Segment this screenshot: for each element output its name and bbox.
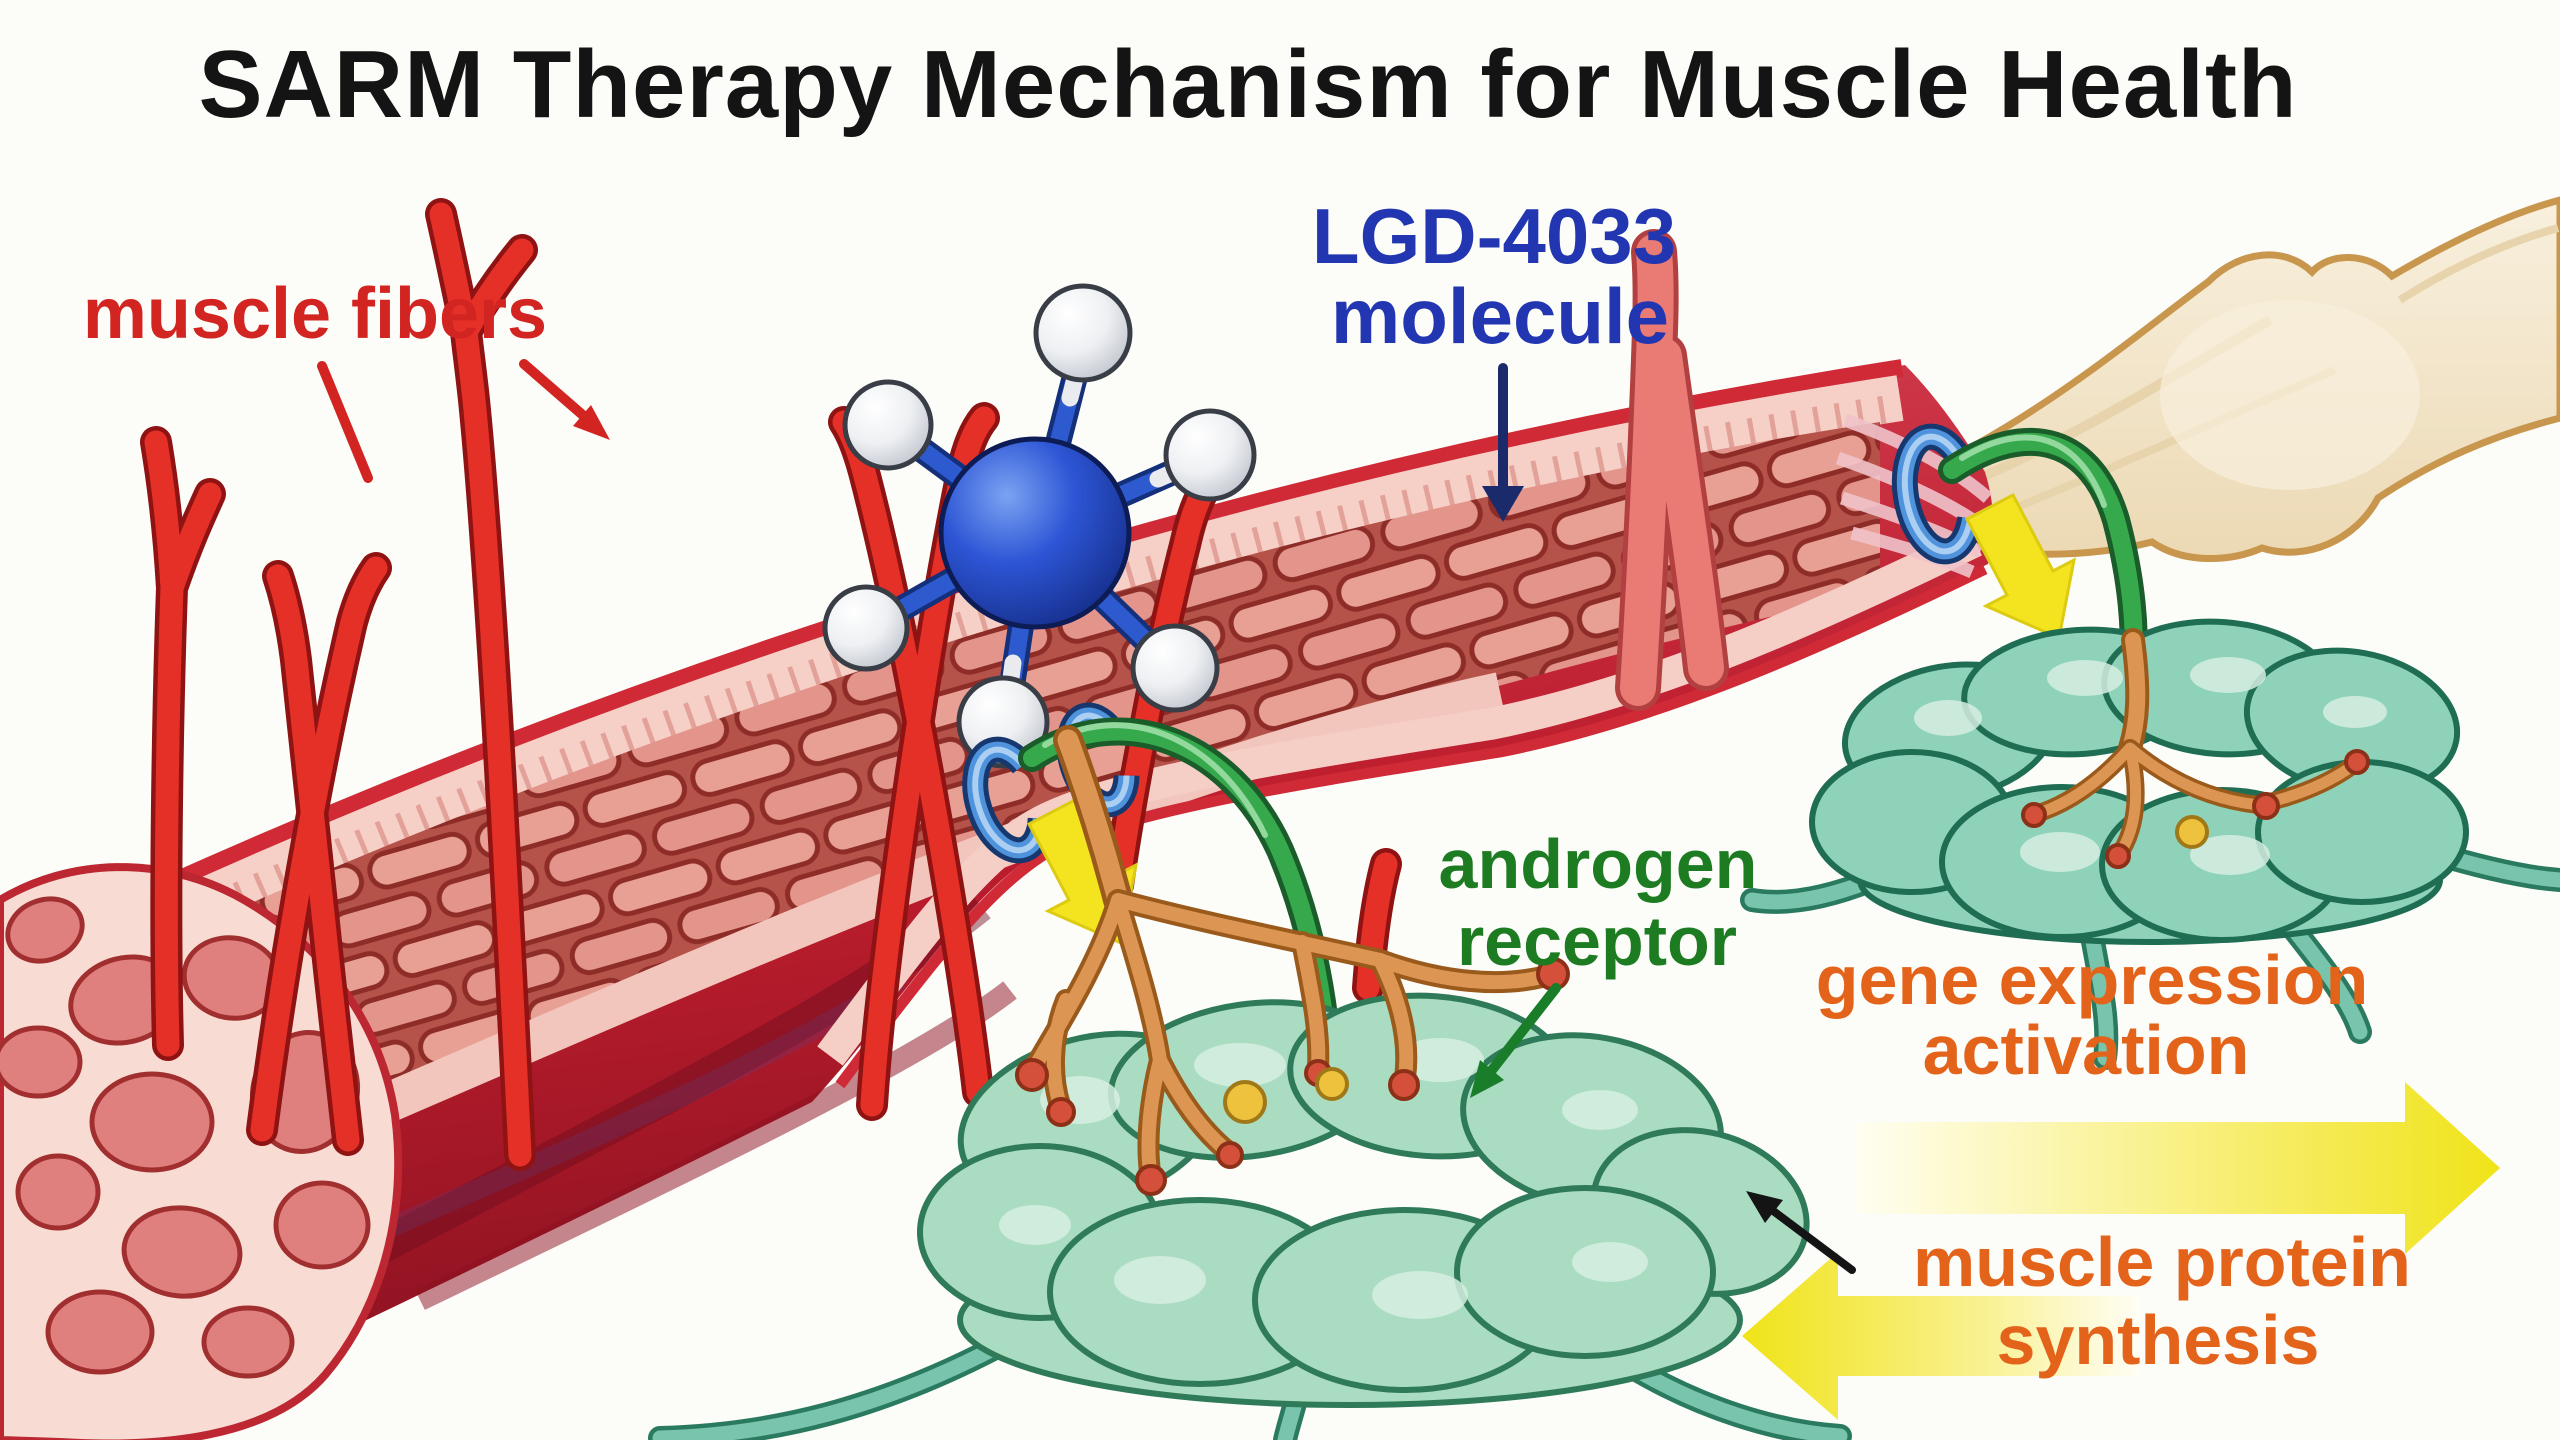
- lgd-4033-molecule-illustration: [822, 283, 1257, 769]
- receptor-complex-right: [1740, 618, 2560, 1070]
- label-muscle-fibers: muscle fibers: [82, 274, 548, 354]
- dendritic-branch-central: [1015, 725, 1570, 1196]
- page-title: SARM Therapy Mechanism for Muscle Health: [198, 31, 2298, 138]
- down-arrow-icon: [1964, 492, 2077, 641]
- receptor-complex-central: [648, 992, 1852, 1440]
- protein-synthesis-arrow-left-icon: [1742, 1252, 2140, 1420]
- label-receptor: receptor: [1456, 902, 1738, 980]
- dendritic-branch-right: [2021, 628, 2370, 869]
- label-synthesis: synthesis: [1996, 1301, 2320, 1379]
- label-muscle-protein: muscle protein: [1913, 1223, 2411, 1301]
- leader-arrowhead-icon: [573, 405, 610, 440]
- signal-tube-right: [1938, 427, 2148, 692]
- synthesis-pointer-arrow: [1746, 1191, 1856, 1274]
- muscle-illustration: [0, 359, 1994, 1440]
- label-lgd4033: LGD-4033: [1311, 192, 1677, 280]
- central-atom: [938, 436, 1132, 630]
- label-androgen: androgen: [1438, 825, 1758, 903]
- molecule-pointer-arrow: [1482, 363, 1524, 522]
- label-gene-expression: gene expression: [1815, 941, 2369, 1019]
- label-activation: activation: [1922, 1011, 2250, 1089]
- muscle-cross-section: [0, 863, 403, 1440]
- label-molecule: molecule: [1330, 272, 1670, 360]
- gene-activation-arrow-right-icon: [1855, 1082, 2500, 1254]
- receptor-pointer-arrow: [1470, 983, 1561, 1098]
- muscle-fibers-leader-lines: [317, 359, 610, 483]
